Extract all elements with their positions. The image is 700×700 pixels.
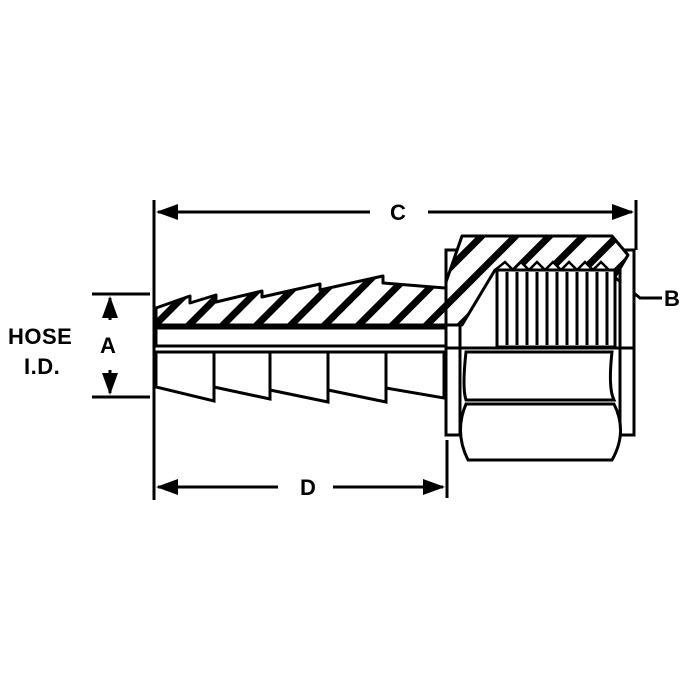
thread-teeth [494, 260, 610, 272]
dimension-d-label: D [294, 477, 322, 499]
barb-section-upper [154, 274, 462, 327]
dimension-d-line [156, 479, 445, 495]
dimension-b-label: B [664, 286, 680, 311]
bore-band [154, 326, 448, 348]
dimension-a-line [102, 296, 118, 395]
threaded-bore [495, 268, 617, 349]
hose-id-label-line1: HOSE [8, 324, 73, 349]
dimension-c-label: C [384, 202, 412, 224]
nut-hex-lower [446, 346, 634, 462]
hose-id-label-line2: I.D. [24, 354, 61, 379]
nut-flange-right [618, 248, 636, 437]
extension-lines [92, 200, 638, 500]
barb-lower [154, 350, 446, 404]
dimension-c-line [156, 204, 634, 220]
dimension-a-label: A [96, 335, 120, 357]
